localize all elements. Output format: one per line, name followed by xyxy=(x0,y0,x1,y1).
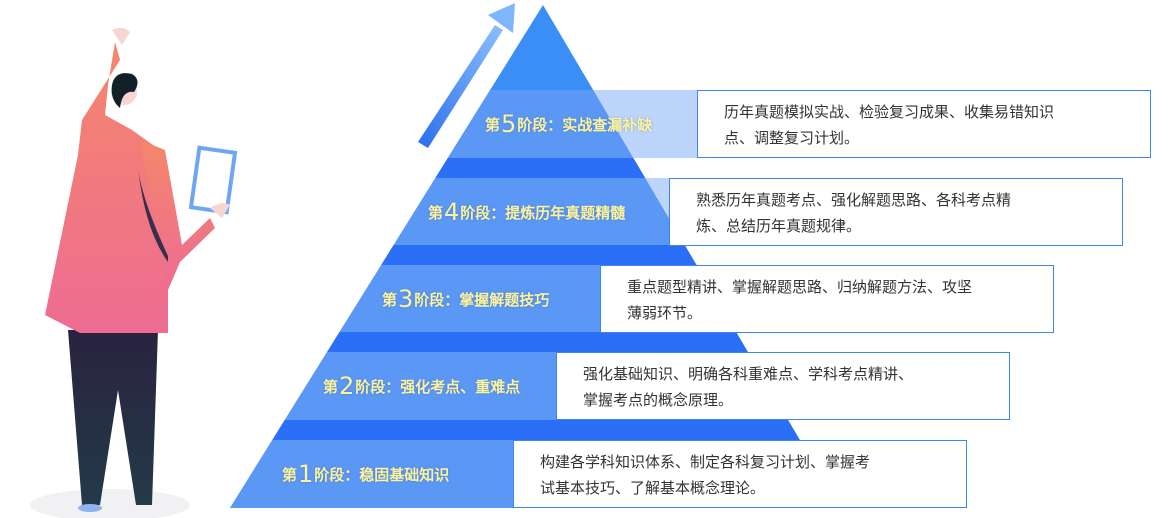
pyramid-strip xyxy=(435,158,646,178)
stage-prefix: 第 xyxy=(485,116,501,134)
stage-number: 3 xyxy=(398,285,414,313)
stage-description-box: 重点题型精讲、掌握解题思路、归纳解题方法、攻坚薄弱环节。 xyxy=(600,265,1054,333)
stage-title: 阶段：实战查漏补缺 xyxy=(517,116,653,134)
stage-prefix: 第 xyxy=(282,466,298,484)
description-line: 历年真题模拟实战、检验复习成果、收集易错知识 xyxy=(724,103,1055,121)
description-line: 熟悉历年真题考点、强化解题思路、各科考点精 xyxy=(696,191,1012,209)
stage-prefix: 第 xyxy=(428,204,444,222)
description-line: 试基本技巧、了解基本概念理论。 xyxy=(540,479,766,497)
stage-label: 第1阶段：稳固基础知识 xyxy=(282,460,449,488)
description-line: 点、调整复习计划。 xyxy=(724,129,860,147)
description-line: 炼、总结历年真题规律。 xyxy=(696,217,862,235)
stage-number: 4 xyxy=(444,198,460,226)
pyramid-strip xyxy=(381,245,697,265)
stage-title: 阶段：强化考点、重难点 xyxy=(355,378,521,396)
description-line: 薄弱环节。 xyxy=(627,304,703,322)
stage-label: 第3阶段：掌握解题技巧 xyxy=(382,285,549,313)
pyramid-band xyxy=(393,178,669,245)
description-line: 强化基础知识、明确各科重难点、学科考点精讲、 xyxy=(583,365,914,383)
stage-description-box: 构建各学科知识体系、制定各科复习计划、掌握考试基本技巧、了解基本概念理论。 xyxy=(513,440,967,508)
stage-description-box: 强化基础知识、明确各科重难点、学科考点精讲、掌握考点的概念原理。 xyxy=(556,352,1010,420)
stage-label: 第2阶段：强化考点、重难点 xyxy=(323,372,520,400)
stage-prefix: 第 xyxy=(382,291,398,309)
stage-number: 1 xyxy=(298,460,314,488)
pyramid-strip xyxy=(327,332,748,352)
stage-prefix: 第 xyxy=(323,378,339,396)
band-extension xyxy=(645,178,685,245)
band-extension xyxy=(593,90,697,158)
stage-label: 第5阶段：实战查漏补缺 xyxy=(485,110,652,138)
stage-description-box: 熟悉历年真题考点、强化解题思路、各科考点精炼、总结历年真题规律。 xyxy=(669,178,1123,246)
stage-title: 阶段：稳固基础知识 xyxy=(314,466,450,484)
description-line: 重点题型精讲、掌握解题思路、归纳解题方法、攻坚 xyxy=(627,278,973,296)
stage-number: 5 xyxy=(501,110,517,138)
pyramid xyxy=(230,5,840,508)
pyramid-strip xyxy=(272,420,800,440)
pyramid-band xyxy=(284,352,556,420)
stage-label: 第4阶段：提炼历年真题精髓 xyxy=(428,198,625,226)
pyramid-band xyxy=(230,440,513,508)
pyramid-band xyxy=(338,265,600,333)
stage-title: 阶段：提炼历年真题精髓 xyxy=(460,204,626,222)
stage-number: 2 xyxy=(339,372,355,400)
stage-description-box: 历年真题模拟实战、检验复习成果、收集易错知识点、调整复习计划。 xyxy=(697,90,1151,158)
stage-title: 阶段：掌握解题技巧 xyxy=(414,291,550,309)
description-line: 构建各学科知识体系、制定各科复习计划、掌握考 xyxy=(540,453,871,471)
growth-arrow xyxy=(418,3,515,148)
person-figure xyxy=(30,27,238,518)
tablet-icon xyxy=(188,145,238,215)
description-line: 掌握考点的概念原理。 xyxy=(583,391,734,409)
